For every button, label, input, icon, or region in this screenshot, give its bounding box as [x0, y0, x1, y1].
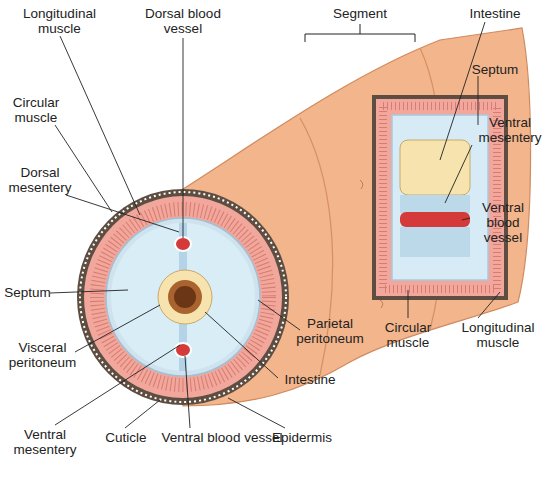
part-label: Cuticle — [96, 430, 156, 445]
part-label: Ventral blood vessel — [468, 200, 538, 245]
part-label: Epidermis — [262, 430, 342, 445]
part-label: Circular muscle — [0, 95, 72, 125]
part-label: Ventral mesentery — [0, 427, 90, 457]
part-label: Dorsal mesentery — [0, 165, 80, 195]
part-label: Longitudinal muscle — [448, 320, 548, 350]
part-label: Ventral mesentery — [465, 115, 555, 145]
part-label: Intestine — [455, 6, 535, 21]
part-label: Septum — [455, 62, 535, 77]
part-label: Septum — [0, 285, 55, 300]
part-label: Parietal peritoneum — [285, 316, 375, 346]
part-label: Longitudinal muscle — [12, 6, 107, 36]
part-label: Circular muscle — [372, 320, 444, 350]
part-label: Ventral blood vessel — [152, 430, 292, 445]
part-label: Intestine — [270, 372, 350, 387]
part-label: Segment — [325, 6, 395, 21]
part-label: Dorsal blood vessel — [128, 6, 238, 36]
part-label: Visceral peritoneum — [0, 340, 85, 370]
